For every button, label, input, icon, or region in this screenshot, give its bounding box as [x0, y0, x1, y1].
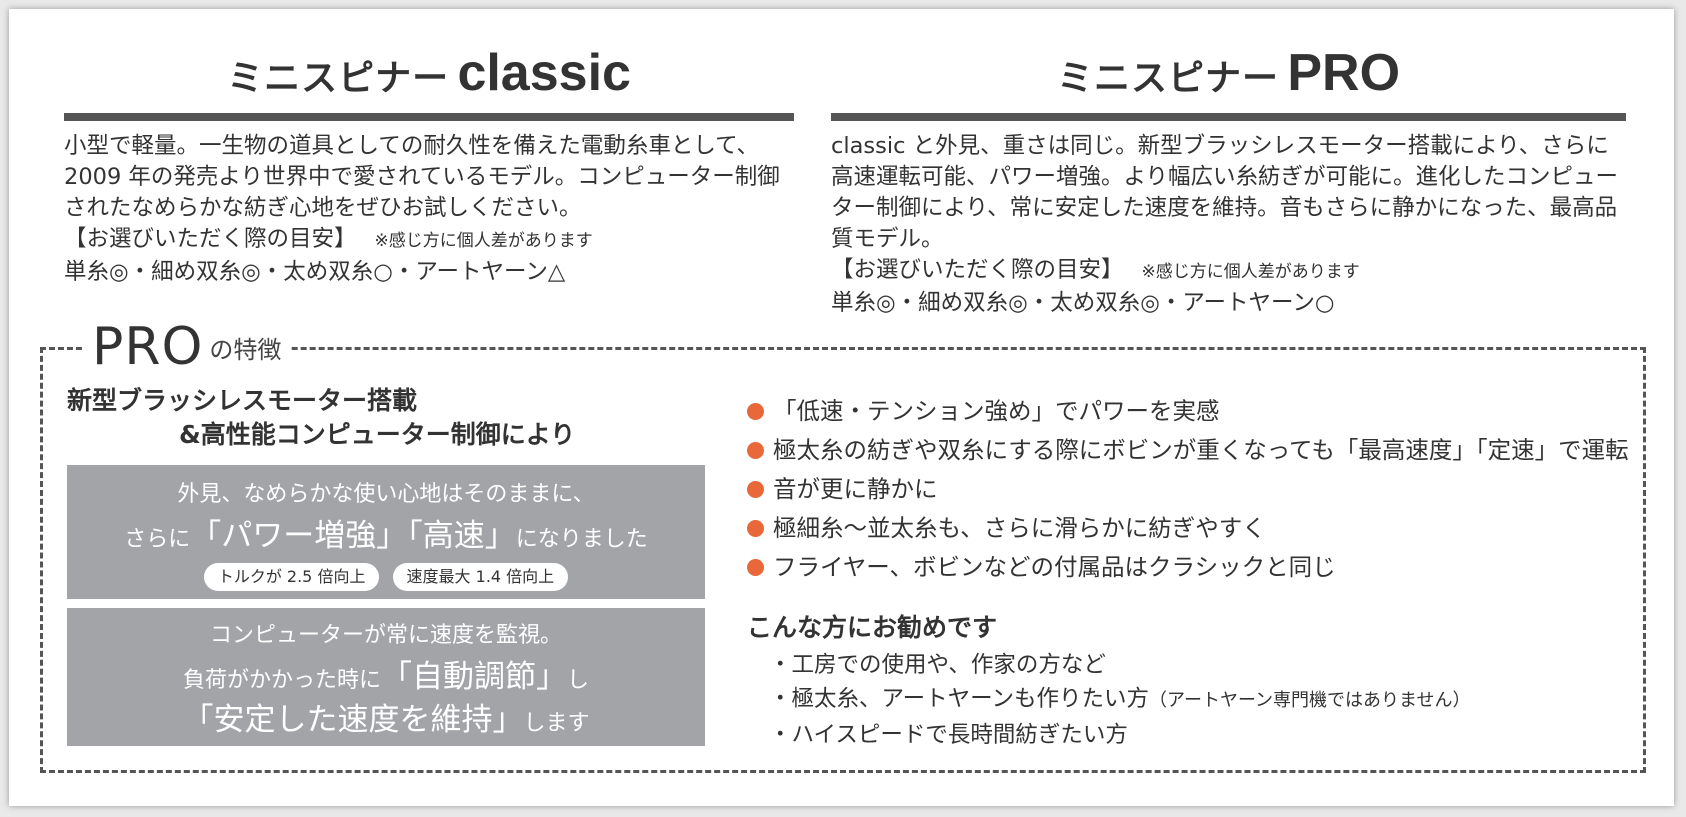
- control-panel-line3: 「安定した速度を維持」します: [67, 699, 705, 746]
- recommend-item: ・極太糸、アートヤーンも作りたい方（アートヤーン専門機ではありません）: [769, 686, 1471, 712]
- feature-bullet: 極太糸の紡ぎや双糸にする際にボビンが重くなっても「最高速度」「定速」で運転: [747, 431, 1629, 470]
- pro-guide-label: 【お選びいただく際の目安】: [831, 257, 1124, 283]
- feature-bullet: 極細糸～並太糸も、さらに滑らかに紡ぎやすく: [747, 509, 1629, 548]
- recommend-item: ・ハイスピードで長時間紡ぎたい方: [769, 722, 1128, 748]
- features-heading-line1: 新型ブラッシレスモーター搭載: [67, 386, 418, 415]
- recommend-list: ・工房での使用や、作家の方など ・極太糸、アートヤーンも作りたい方（アートヤーン…: [769, 648, 1471, 752]
- spec-card: ミニスピナー classic 小型で軽量。一生物の道具としての耐久性を備えた電動…: [9, 9, 1674, 806]
- bullet-dot-icon: [747, 520, 764, 537]
- classic-title-kana: ミニスピナー: [227, 58, 450, 99]
- pro-guide-note: ※感じ方に個人差があります: [1141, 262, 1360, 282]
- feature-bullet: フライヤー、ボビンなどの付属品はクラシックと同じ: [747, 548, 1629, 587]
- recommend-note: （アートヤーン専門機ではありません）: [1149, 690, 1471, 711]
- auto-control-panel: コンピューターが常に速度を監視。 負荷がかかった時に「自動調節」し 「安定した速…: [67, 608, 705, 746]
- recommend-item: ・工房での使用や、作家の方など: [769, 652, 1106, 678]
- power-panel-post: になりました: [515, 527, 648, 552]
- torque-pill: トルクが 2.5 倍向上: [203, 563, 380, 591]
- control-panel-pre: 負荷がかかった時に: [182, 668, 381, 693]
- features-heading: 新型ブラッシレスモーター搭載 &高性能コンピューター制御により: [67, 384, 647, 452]
- pro-section: ミニスピナー PRO classic と外見、重さは同じ。新型ブラッシレスモータ…: [831, 34, 1626, 319]
- bullet-dot-icon: [747, 481, 764, 498]
- feature-bullet: 「低速・テンション強め」でパワーを実感: [747, 392, 1629, 431]
- control-panel-highlight: 「自動調節」: [381, 659, 567, 695]
- classic-title-model: classic: [457, 44, 631, 102]
- pro-guide: 【お選びいただく際の目安】 ※感じ方に個人差があります: [831, 255, 1626, 288]
- pro-title-kana: ミニスピナー: [1056, 58, 1279, 99]
- feature-bullets: 「低速・テンション強め」でパワーを実感 極太糸の紡ぎや双糸にする際にボビンが重く…: [747, 392, 1629, 587]
- pro-features-word: PRO: [92, 317, 204, 377]
- pro-features-box: [40, 347, 1646, 773]
- power-panel-line1: 外見、なめらかな使い心地はそのままに、: [177, 482, 595, 507]
- bullet-dot-icon: [747, 403, 764, 420]
- control-panel-line1: コンピューターが常に速度を監視。: [209, 623, 562, 648]
- features-heading-line2: &高性能コンピューター制御により: [179, 420, 576, 449]
- control-panel-post2: します: [523, 711, 590, 736]
- pro-title-rule: [831, 113, 1626, 121]
- classic-description: 小型で軽量。一生物の道具としての耐久性を備えた電動糸車として、2009 年の発売…: [64, 133, 780, 221]
- power-speed-panel: 外見、なめらかな使い心地はそのままに、 さらに「パワー増強」「高速」になりました…: [67, 465, 705, 599]
- power-panel-highlight: 「パワー増強」「高速」: [190, 518, 516, 554]
- power-panel-line2: さらに「パワー増強」「高速」になりました: [67, 517, 705, 560]
- classic-title-rule: [64, 113, 794, 121]
- classic-title: ミニスピナー classic: [64, 34, 794, 104]
- bullet-dot-icon: [747, 559, 764, 576]
- spec-pills: トルクが 2.5 倍向上 速度最大 1.4 倍向上: [67, 563, 705, 591]
- pro-title: ミニスピナー PRO: [831, 34, 1626, 104]
- pro-description: classic と外見、重さは同じ。新型ブラッシレスモーター搭載により、さらに高…: [831, 133, 1619, 252]
- classic-rating: 単糸◎・細め双糸◎・太め双糸○・アートヤーン△: [64, 259, 566, 285]
- speed-pill: 速度最大 1.4 倍向上: [392, 563, 569, 591]
- recommend-heading: こんな方にお勧めです: [747, 613, 998, 642]
- control-panel-post: し: [567, 668, 590, 693]
- classic-guide: 【お選びいただく際の目安】 ※感じ方に個人差があります: [64, 224, 794, 257]
- control-panel-highlight2: 「安定した速度を維持」: [182, 702, 524, 738]
- pro-features-suffix: の特徴: [209, 335, 282, 364]
- pro-rating: 単糸◎・細め双糸◎・太め双糸◎・アートヤーン○: [831, 290, 1335, 316]
- control-panel-line2: 負荷がかかった時に「自動調節」し: [67, 656, 705, 703]
- classic-guide-note: ※感じ方に個人差があります: [374, 231, 593, 251]
- bullet-dot-icon: [747, 442, 764, 459]
- feature-bullet: 音が更に静かに: [747, 470, 1629, 509]
- classic-guide-label: 【お選びいただく際の目安】: [64, 226, 357, 252]
- classic-section: ミニスピナー classic 小型で軽量。一生物の道具としての耐久性を備えた電動…: [64, 34, 794, 288]
- power-panel-pre: さらに: [124, 527, 191, 552]
- pro-title-model: PRO: [1287, 44, 1401, 102]
